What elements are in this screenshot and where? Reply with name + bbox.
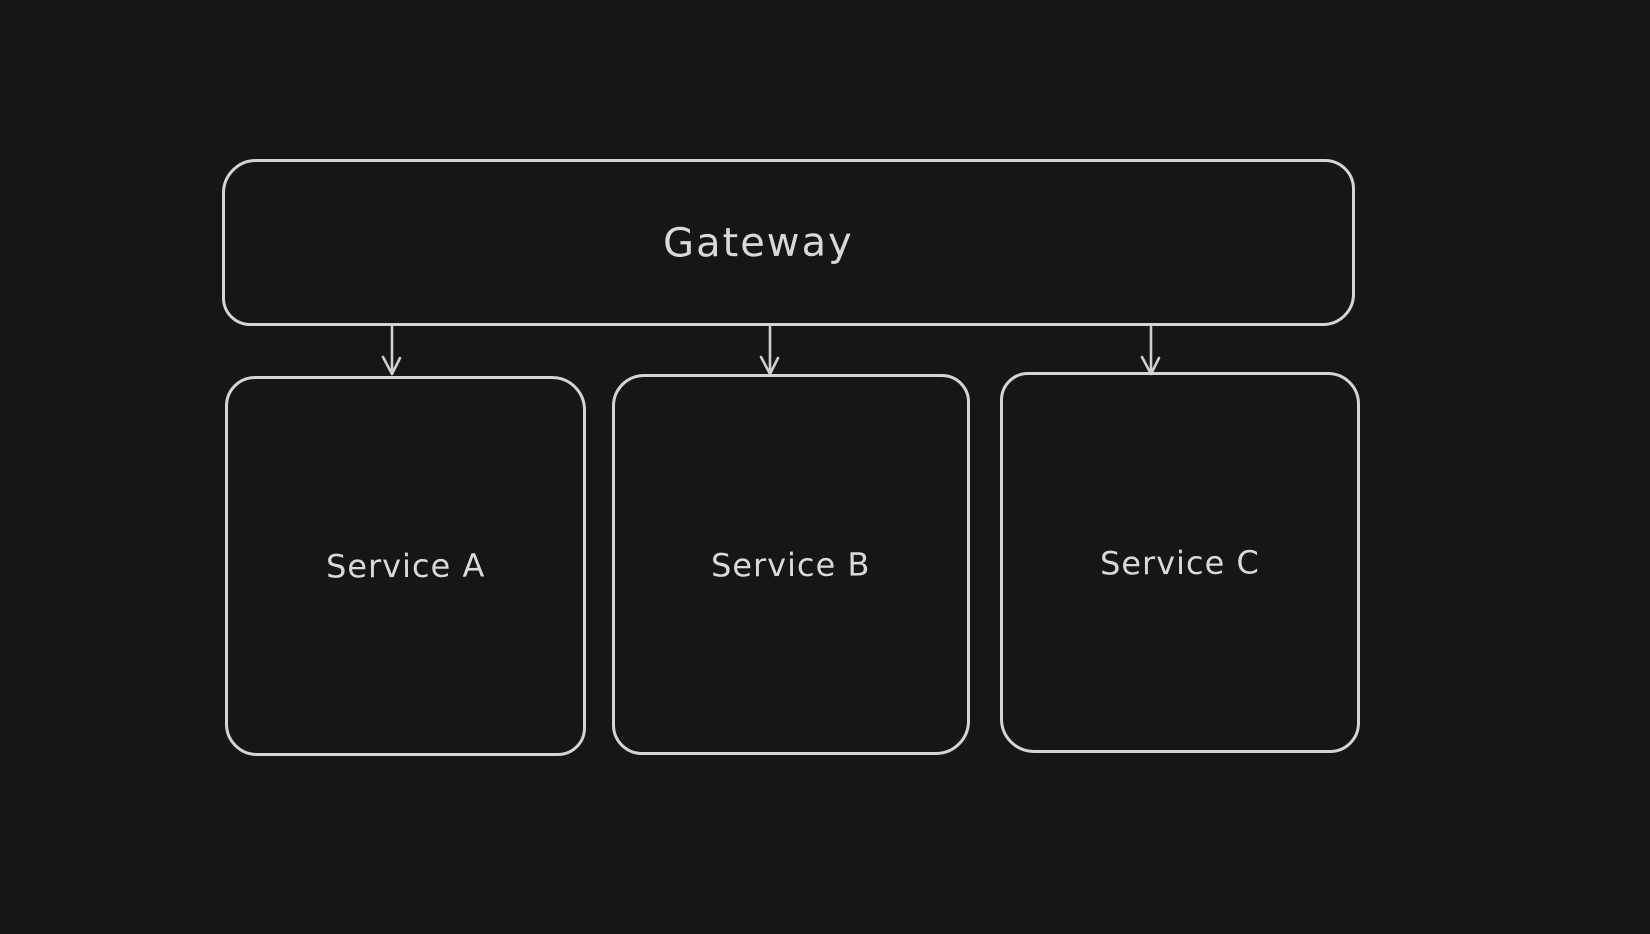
service-a-node[interactable]: Service A	[225, 376, 586, 756]
arrow-gateway-to-service-a[interactable]	[376, 325, 408, 378]
service-c-node[interactable]: Service C	[1000, 372, 1360, 753]
service-b-node[interactable]: Service B	[612, 374, 970, 755]
arrow-gateway-to-service-c[interactable]	[1135, 325, 1167, 378]
gateway-label: Gateway	[663, 219, 854, 266]
service-b-label: Service B	[711, 544, 871, 585]
arrow-head-icon	[381, 355, 402, 376]
service-c-label: Service C	[1099, 542, 1261, 583]
gateway-node[interactable]: Gateway	[222, 159, 1355, 326]
arrow-gateway-to-service-b[interactable]	[754, 325, 786, 378]
service-a-label: Service A	[325, 546, 486, 586]
